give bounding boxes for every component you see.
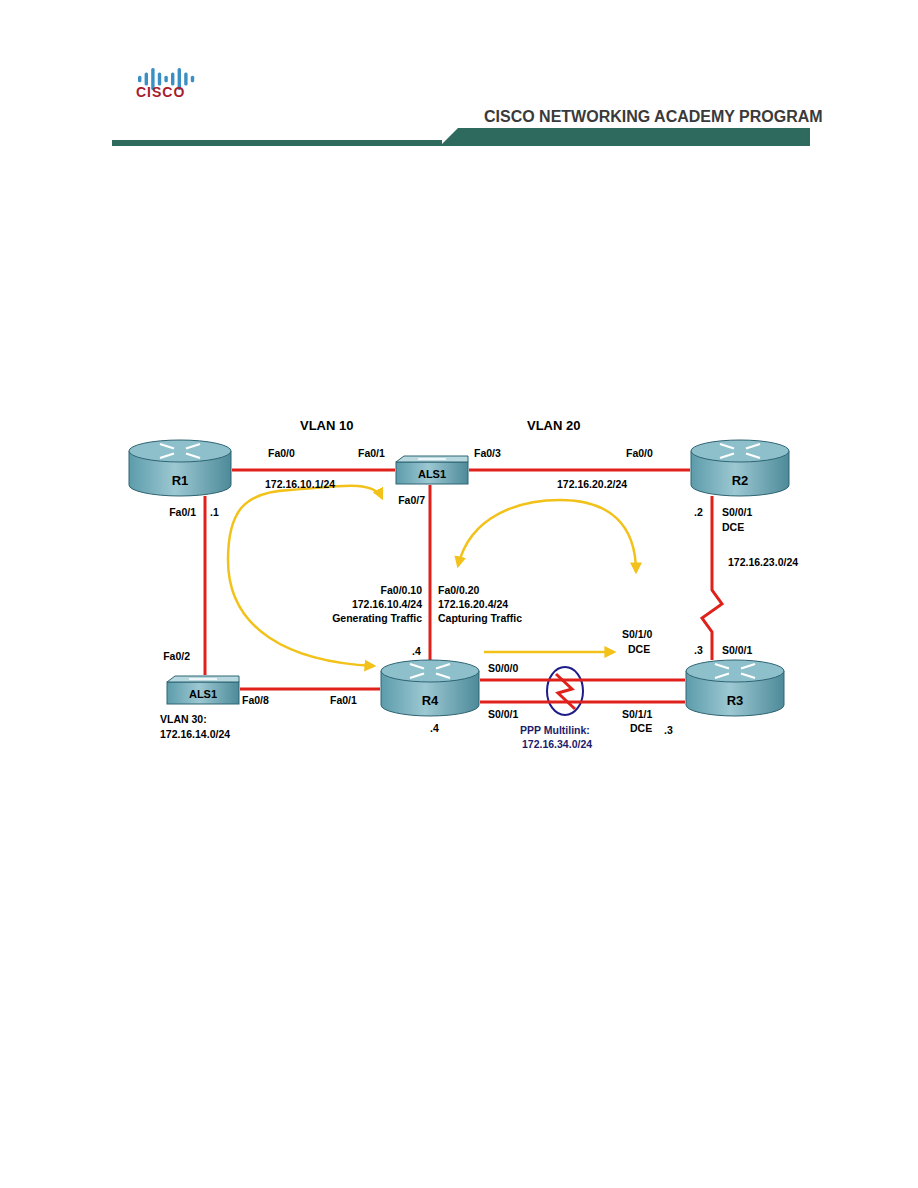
interface-label: Fa0/1 <box>330 694 357 706</box>
interface-label: VLAN 30: <box>160 713 207 725</box>
interface-label: Capturing Traffic <box>438 612 522 624</box>
logo-bar <box>145 72 148 85</box>
ethernet-link <box>469 469 690 472</box>
interface-label: 172.16.23.0/24 <box>728 556 798 568</box>
interface-label: Fa0/1 <box>169 506 196 518</box>
interface-label: 172.16.10.4/24 <box>352 598 422 610</box>
interface-label: .2 <box>694 506 703 518</box>
interface-label: .4 <box>430 722 439 734</box>
traffic-arrow <box>484 651 614 654</box>
logo-label: CISCO <box>136 84 185 100</box>
interface-label: .1 <box>210 506 219 518</box>
interface-label: S0/0/0 <box>488 662 518 674</box>
router-icon: R2 <box>690 440 790 496</box>
device-name: ALS1 <box>189 688 217 700</box>
interface-label: Fa0/2 <box>163 650 190 662</box>
router-icon: R3 <box>685 660 785 716</box>
logo-bar <box>191 76 194 83</box>
device-name: R1 <box>172 473 189 488</box>
head-label: CISCO NETWORKING ACADEMY PROGRAM <box>484 108 823 126</box>
router-icon: R4 <box>380 660 480 716</box>
interface-label: Generating Traffic <box>332 612 422 624</box>
interface-label: Fa0/0.10 <box>381 584 422 596</box>
header-band <box>440 128 810 146</box>
logo-bar <box>184 72 187 85</box>
interface-label: Fa0/0.20 <box>438 584 479 596</box>
interface-label: S0/1/1 <box>622 708 652 720</box>
interface-label: 172.16.20.4/24 <box>438 598 508 610</box>
interface-label: DCE <box>628 643 650 655</box>
interface-label: 172.16.10.1/24 <box>265 478 335 490</box>
traffic-loop <box>228 486 382 666</box>
switch-icon: ALS1 <box>166 675 240 705</box>
device-name: R3 <box>727 693 744 708</box>
interface-label: S0/0/1 <box>722 644 752 656</box>
device-name: ALS1 <box>418 468 446 480</box>
interface-label: 172.16.20.2/24 <box>557 478 627 490</box>
interface-label: Fa0/1 <box>358 447 385 459</box>
multilink-ring <box>547 667 583 715</box>
interface-label: DCE <box>630 722 652 734</box>
logo-bar <box>164 76 167 83</box>
ethernet-link <box>429 485 432 660</box>
ethernet-link <box>240 688 380 691</box>
switch-icon: ALS1 <box>395 455 469 485</box>
logo-bar <box>171 72 174 85</box>
device-name: R4 <box>422 693 439 708</box>
logo-bar <box>158 72 161 85</box>
logo-bar <box>138 76 141 83</box>
interface-label: Fa0/0 <box>268 447 295 459</box>
interface-label: Fa0/7 <box>398 494 425 506</box>
serial-link <box>480 701 685 704</box>
interface-label: S0/1/0 <box>622 628 652 640</box>
interface-label: Fa0/3 <box>474 447 501 459</box>
vlan-label: VLAN 20 <box>527 418 580 433</box>
interface-label: 172.16.14.0/24 <box>160 728 230 740</box>
interface-label: S0/0/1 <box>488 708 518 720</box>
vlan-label: VLAN 10 <box>300 418 353 433</box>
serial-link <box>480 679 685 682</box>
traffic-loop <box>458 500 636 572</box>
interface-label: DCE <box>722 521 744 533</box>
interface-label: .3 <box>664 724 673 736</box>
ethernet-link <box>232 469 395 472</box>
ppp-label: PPP Multilink: <box>520 724 590 736</box>
interface-label: .3 <box>694 644 703 656</box>
ppp-label: 172.16.34.0/24 <box>522 738 592 750</box>
interface-label: Fa0/8 <box>242 694 269 706</box>
device-name: R2 <box>732 473 749 488</box>
interface-label: S0/0/1 <box>722 506 752 518</box>
interface-label: .4 <box>412 645 421 657</box>
header-rule <box>112 140 442 146</box>
interface-label: Fa0/0 <box>626 447 653 459</box>
ethernet-link <box>204 496 207 675</box>
serial-link <box>702 496 722 660</box>
router-icon: R1 <box>128 440 232 496</box>
